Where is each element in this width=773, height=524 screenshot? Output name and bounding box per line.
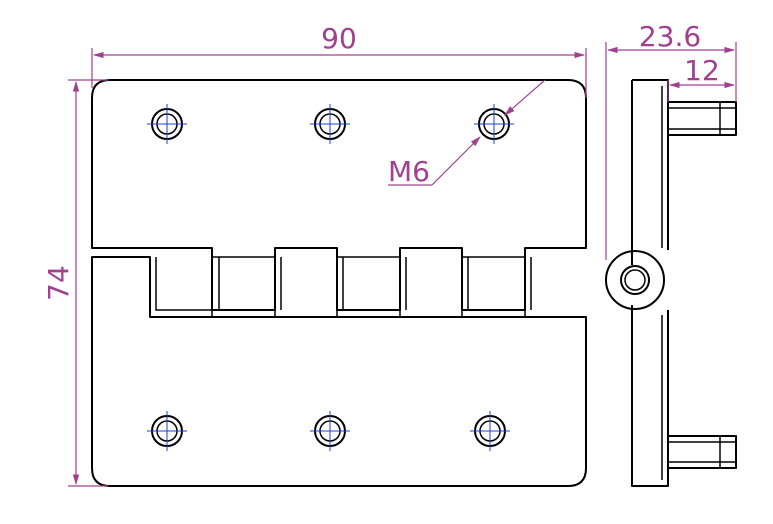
pin-length-dimension	[667, 80, 736, 102]
pin-length-label: 12	[684, 54, 720, 87]
height-label: 74	[42, 265, 75, 301]
hole-bottom-middle	[310, 411, 350, 451]
lower-leaf-outline	[91, 256, 587, 487]
hole-top-right	[474, 104, 514, 144]
depth-label: 23.6	[639, 20, 701, 53]
hole-callout	[388, 79, 546, 186]
hole-label: M6	[388, 155, 430, 188]
width-label: 90	[321, 22, 357, 55]
hole-bottom-right	[470, 411, 510, 451]
side-lower-pin	[667, 435, 737, 469]
width-dimension	[91, 48, 587, 98]
hole-bottom-left	[147, 411, 187, 451]
hole-top-middle	[310, 104, 350, 144]
side-lower-leaf	[631, 305, 669, 487]
height-dimension	[68, 79, 108, 487]
lower-knuckle-edges	[149, 257, 526, 317]
depth-dimension	[605, 42, 737, 260]
knuckle-top-lines	[155, 256, 532, 311]
hole-top-left	[147, 104, 187, 144]
side-knuckle	[605, 250, 665, 310]
side-upper-pin	[667, 101, 737, 136]
